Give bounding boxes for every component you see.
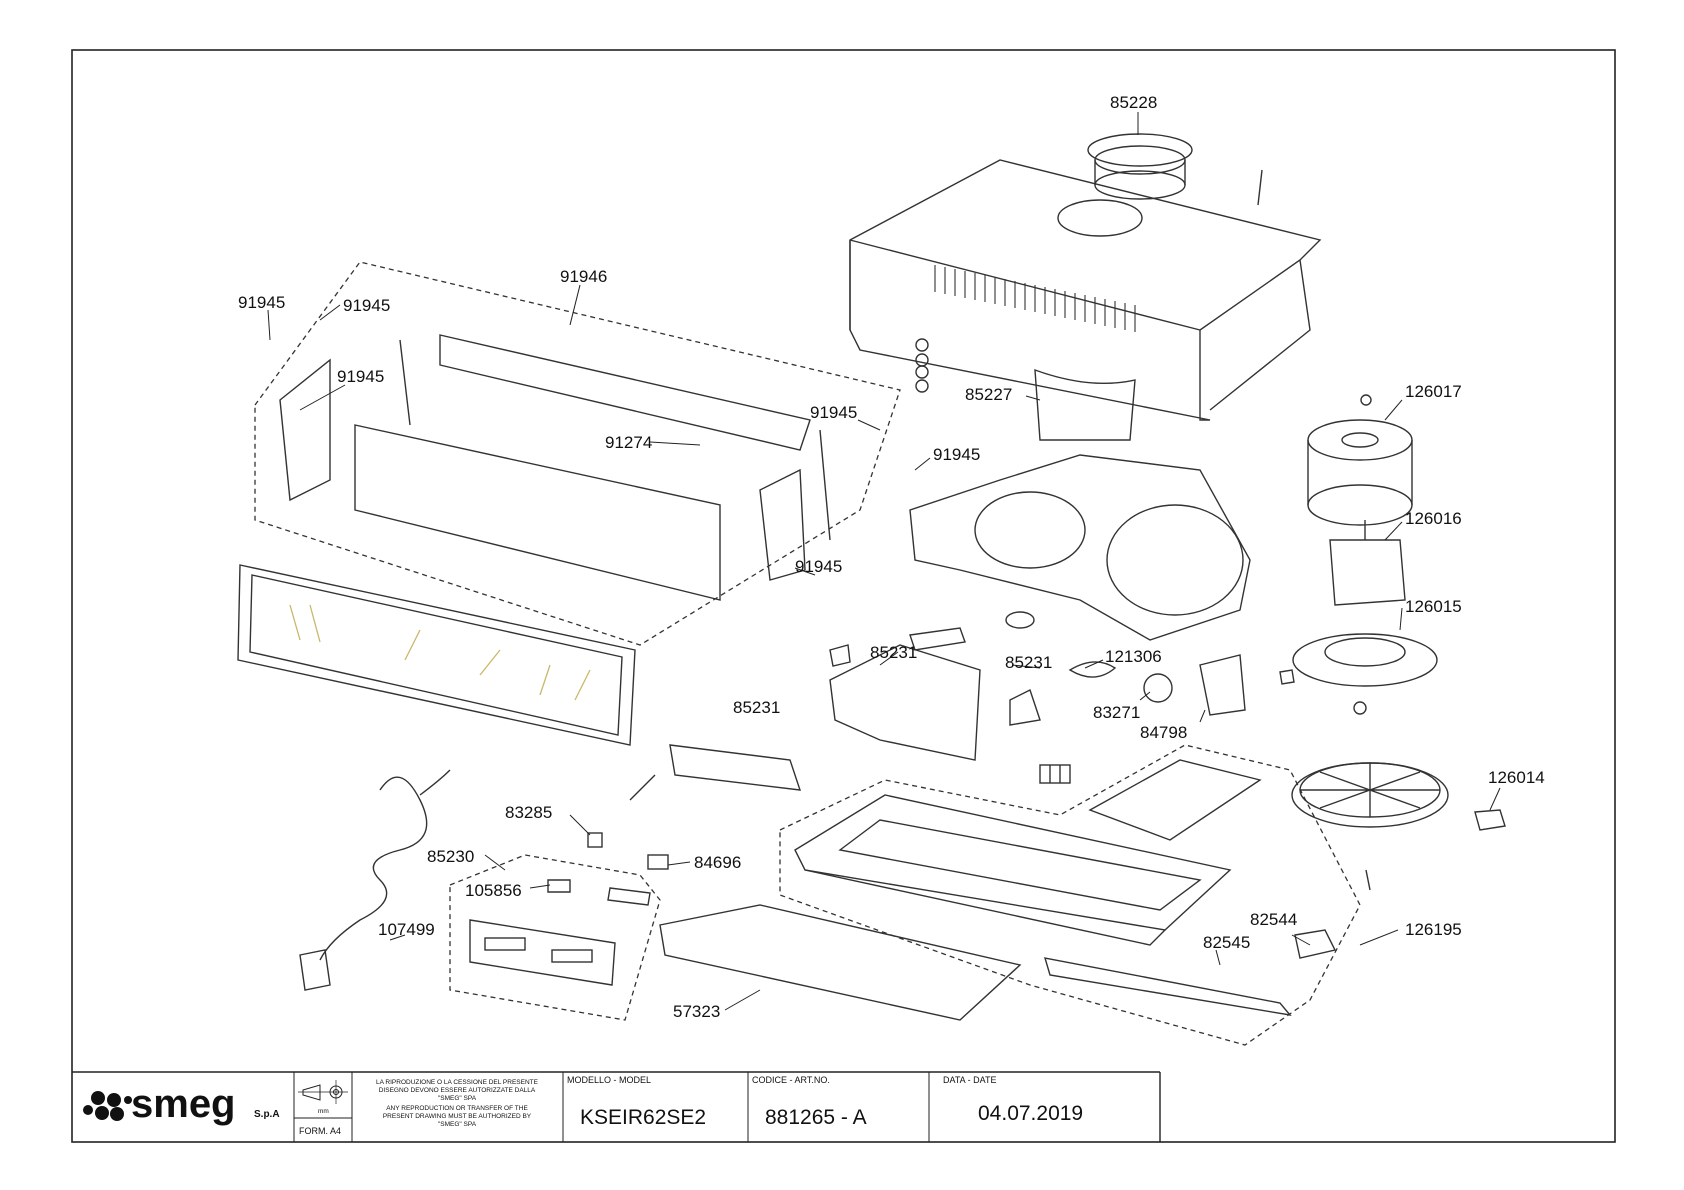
label-84696: 84696 [694, 853, 741, 872]
label-107499: 107499 [378, 920, 435, 939]
part-labels: 85228 91946 91945 91945 91945 91945 9194… [238, 93, 1545, 1021]
label-85230: 85230 [427, 847, 474, 866]
label-105856: 105856 [465, 881, 522, 900]
grease-filter-panel-part [794, 759, 1262, 946]
assembly-outline-91946 [254, 261, 901, 646]
switch-84798-part [1199, 654, 1246, 716]
fan-housing-part [909, 454, 1251, 641]
date-header: DATA - DATE [943, 1075, 997, 1085]
switch-84696-part [647, 854, 669, 870]
part-85231-small [1009, 689, 1041, 726]
unit-label: mm [318, 1108, 329, 1115]
power-cable-107499-part [299, 769, 451, 991]
label-91946: 91946 [560, 267, 607, 286]
glass-panel-part [237, 564, 636, 746]
label-85231-a: 85231 [870, 643, 917, 662]
nut-part [1360, 394, 1372, 406]
small-bracket-part [829, 644, 851, 667]
notice-en-line3: "SMEG" SPA [438, 1121, 477, 1128]
cover-strip-57323-part [659, 904, 1022, 1021]
label-121306: 121306 [1105, 647, 1162, 666]
assembly-outline-85230 [449, 854, 661, 1021]
label-84798: 84798 [1140, 723, 1187, 742]
collar-85228-part [1087, 133, 1193, 200]
company-suffix: S.p.A [254, 1109, 280, 1120]
strip-82545-part [1044, 957, 1292, 1017]
label-126017: 126017 [1405, 382, 1462, 401]
knob-part [1005, 611, 1035, 629]
label-85228: 85228 [1110, 93, 1157, 112]
fan-cover-126014-part [1291, 762, 1449, 828]
notice-it-line2: DISEGNO DEVONO ESSERE AUTORIZZATE DALLA [379, 1087, 536, 1094]
smeg-logo: smeg S.p.A [83, 1082, 280, 1126]
label-91945-c: 91945 [337, 367, 384, 386]
frame-panel-part [279, 334, 831, 601]
label-83285: 83285 [505, 803, 552, 822]
notice-it-line3: "SMEG" SPA [438, 1095, 477, 1102]
control-bracket-85231-part [669, 744, 802, 791]
impeller-126017-part [1307, 419, 1413, 526]
model-value: KSEIR62SE2 [580, 1106, 706, 1129]
label-85231-c: 85231 [733, 698, 780, 717]
label-126016: 126016 [1405, 509, 1462, 528]
label-91945-b: 91945 [343, 296, 390, 315]
label-126014: 126014 [1488, 768, 1545, 787]
label-126015: 126015 [1405, 597, 1462, 616]
label-85231-b: 85231 [1005, 653, 1052, 672]
screw-part [1365, 869, 1371, 891]
lamp-holder-part [829, 644, 981, 761]
label-83271: 83271 [1093, 703, 1140, 722]
code-value: 881265 - A [765, 1106, 867, 1129]
part-126014-small [1474, 809, 1506, 831]
label-91945-f: 91945 [795, 557, 842, 576]
label-91945-e: 91945 [933, 445, 980, 464]
terminal-block-part [1039, 764, 1071, 784]
notice-en-line2: PRESENT DRAWING MUST BE AUTHORIZED BY [383, 1113, 532, 1120]
label-82544: 82544 [1250, 910, 1297, 929]
code-header: CODICE - ART.NO. [752, 1075, 830, 1085]
label-91274: 91274 [605, 433, 652, 452]
title-block: smeg S.p.A mm FORM. A4 LA RIPRODUZIONE O… [72, 1071, 1161, 1142]
company-name: smeg [131, 1082, 236, 1126]
lamp-socket-83271-part [1143, 673, 1173, 703]
motor-plate-126015-part [1292, 633, 1438, 687]
projection-symbol-icon [298, 1080, 348, 1104]
lamp-bulb-121306-part [1068, 661, 1117, 678]
part-105856 [547, 879, 571, 893]
leader-lines [267, 112, 1501, 1011]
small-clip-part [1279, 669, 1295, 685]
assembly-outline-126195 [779, 744, 1361, 1046]
label-126195: 126195 [1405, 920, 1462, 939]
part-85227 [1034, 368, 1136, 441]
date-value: 04.07.2019 [978, 1102, 1083, 1125]
notice-en-line1: ANY REPRODUCTION OR TRANSFER OF THE [386, 1105, 528, 1112]
hood-body-part [849, 159, 1322, 421]
screw-top-part [1257, 169, 1263, 206]
model-header: MODELLO - MODEL [567, 1075, 651, 1085]
label-91945-d: 91945 [810, 403, 857, 422]
motor-126016-part [1329, 520, 1406, 606]
format-label: FORM. A4 [299, 1126, 341, 1136]
washer-part [1353, 701, 1367, 715]
screw-stack-part [915, 338, 929, 393]
notice-it-line1: LA RIPRODUZIONE O LA CESSIONE DEL PRESEN… [376, 1079, 539, 1086]
label-85227: 85227 [965, 385, 1012, 404]
part-82544 [1294, 929, 1337, 959]
clip-part [909, 627, 966, 651]
panel-clip-part [607, 887, 651, 906]
label-91945-a: 91945 [238, 293, 285, 312]
switch-83285-part [587, 832, 603, 848]
wire-part [629, 774, 656, 801]
label-82545: 82545 [1203, 933, 1250, 952]
control-panel-part [469, 919, 616, 986]
drawing-frame [71, 49, 1616, 1143]
label-57323: 57323 [673, 1002, 720, 1021]
